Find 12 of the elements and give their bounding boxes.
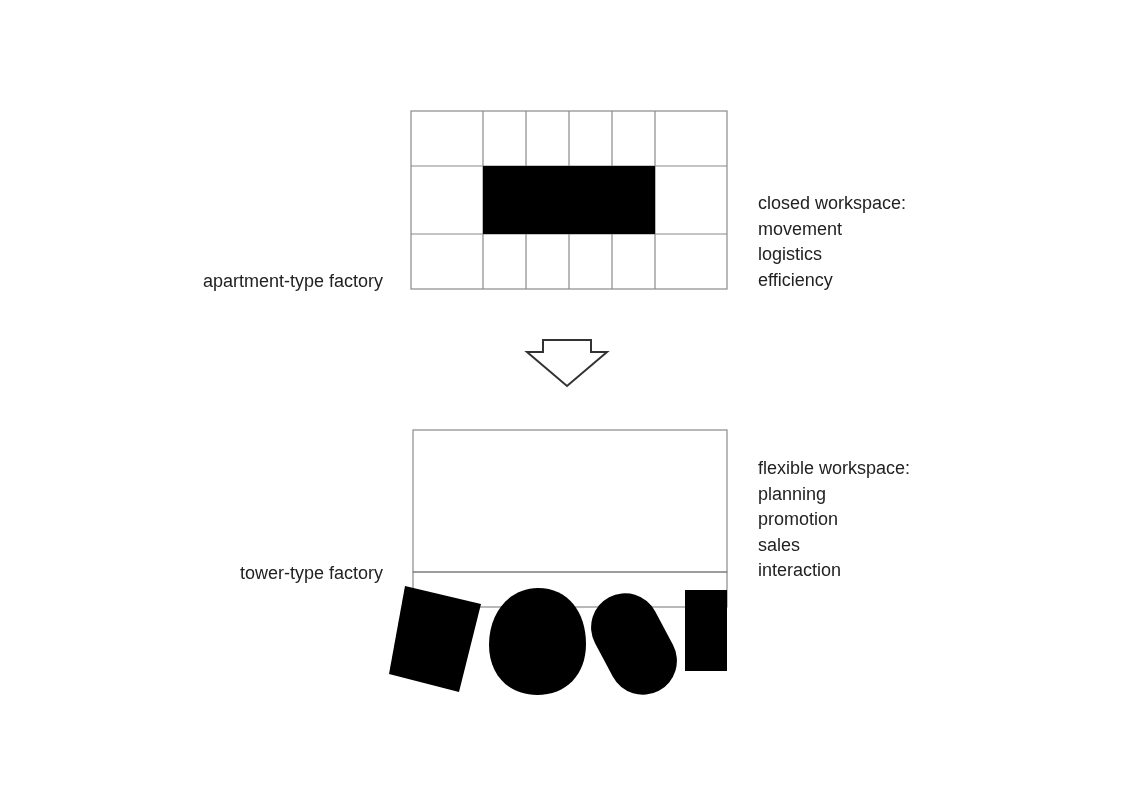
list-heading: closed workspace: [758,192,907,216]
list-item: sales [758,533,801,557]
diagram-label: tower-type factory [239,562,383,584]
list-item: planning [758,482,827,506]
list-heading: flexible workspace: [758,457,911,481]
list-item: promotion [758,508,839,532]
diagram-label: apartment-type factory [202,270,383,292]
list-item: interaction [758,559,842,583]
block-arrow [524,339,610,388]
list-item: efficiency [758,268,833,292]
list-item: logistics [758,243,823,267]
list-item: movement [758,217,843,241]
